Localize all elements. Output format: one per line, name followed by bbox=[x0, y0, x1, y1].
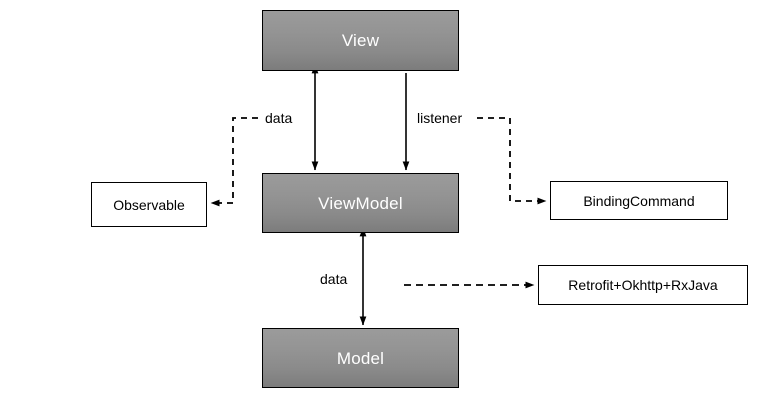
node-model-label: Model bbox=[336, 348, 385, 368]
edge-label-view-viewmodel-listener: listener bbox=[415, 110, 465, 126]
node-binding-command-label: BindingCommand bbox=[583, 192, 695, 209]
node-view-label: View bbox=[341, 31, 380, 50]
node-viewmodel[interactable]: ViewModel bbox=[262, 173, 459, 233]
node-viewmodel-label: ViewModel bbox=[318, 193, 403, 213]
node-observable[interactable]: Observable bbox=[91, 182, 207, 227]
node-observable-label: Observable bbox=[113, 196, 185, 213]
edge-label-view-viewmodel-data: data bbox=[263, 110, 295, 126]
node-view[interactable]: View bbox=[262, 10, 459, 71]
edge-label-viewmodel-model-data: data bbox=[318, 271, 350, 287]
edge-data-to-observable bbox=[210, 117, 258, 207]
node-model[interactable]: Model bbox=[262, 328, 459, 388]
edge-listener-to-binding-command bbox=[477, 117, 547, 205]
node-binding-command[interactable]: BindingCommand bbox=[550, 181, 728, 220]
node-retrofit-label: Retrofit+Okhttp+RxJava bbox=[568, 277, 718, 293]
node-retrofit[interactable]: Retrofit+Okhttp+RxJava bbox=[538, 265, 748, 305]
